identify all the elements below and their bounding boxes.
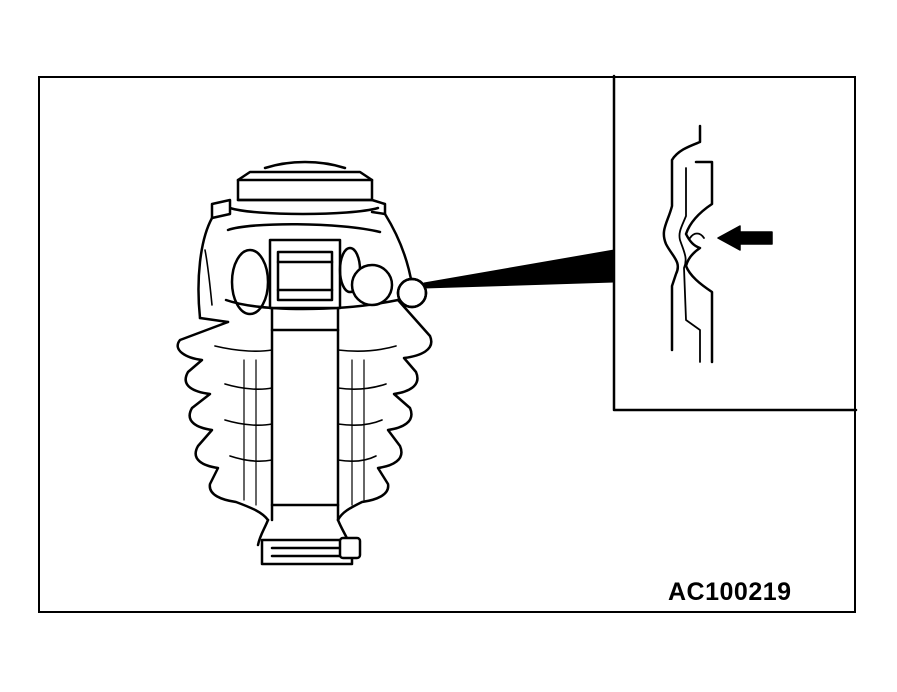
boot-neck-band <box>256 518 362 566</box>
cv-joint-assembly <box>176 160 433 566</box>
joint-top-cap <box>210 160 387 220</box>
detail-callout-circle <box>396 277 428 309</box>
joint-inner-race <box>230 238 428 316</box>
boot-outer-profile <box>662 124 702 352</box>
boot-band-profile <box>684 160 714 364</box>
joint-boot-bellows <box>176 298 433 522</box>
illustration-frame <box>38 76 856 613</box>
drive-shaft <box>270 306 340 522</box>
detail-inset <box>612 74 858 412</box>
arrow-icon <box>717 225 773 251</box>
figure-id-label: AC100219 <box>668 578 792 606</box>
detail-leader-wedge <box>423 249 615 289</box>
